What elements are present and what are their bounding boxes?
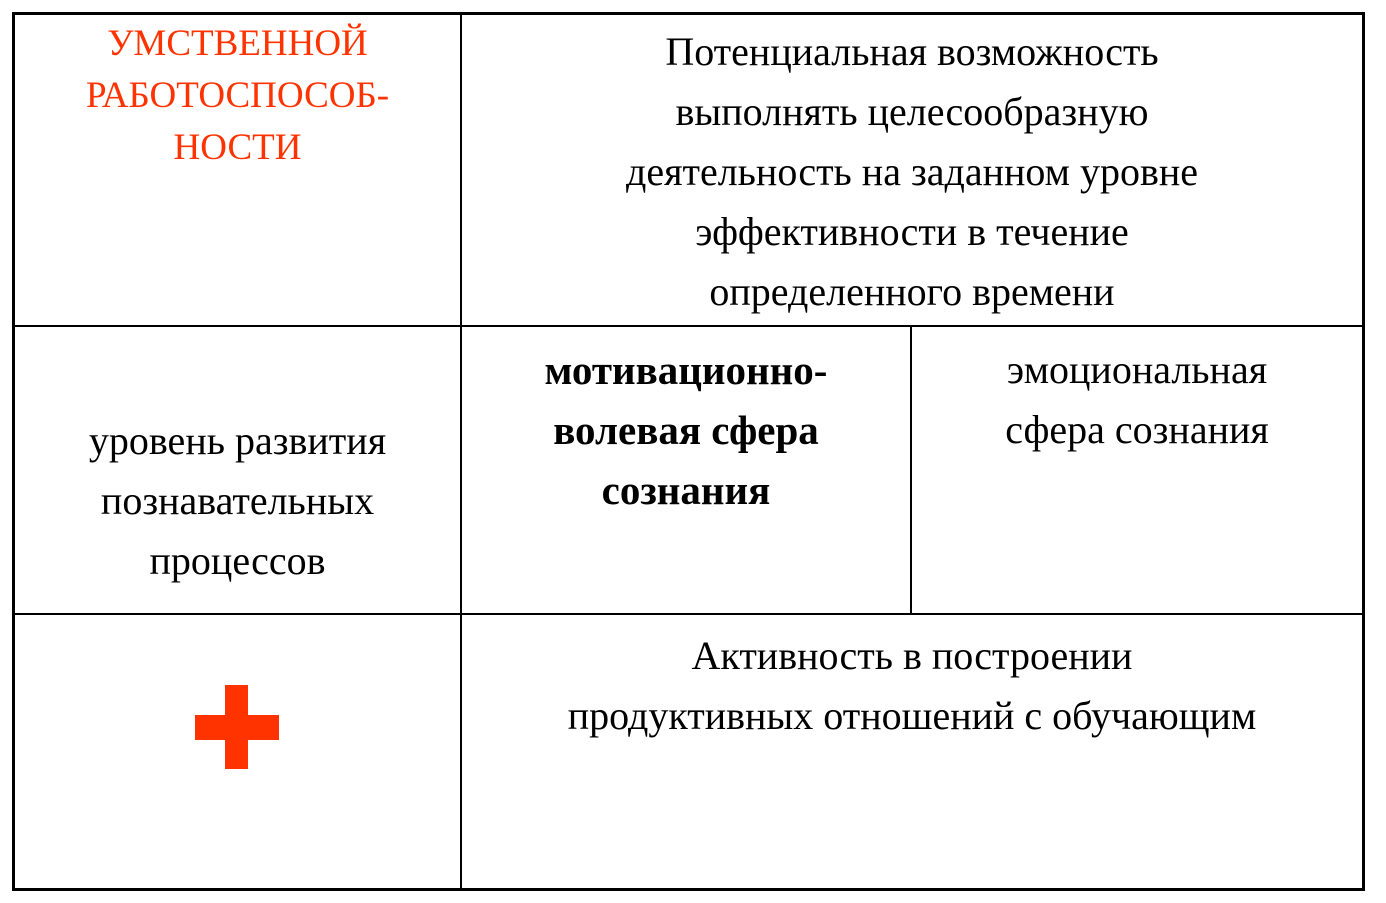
definition-line-4: эффективности в течение [695,209,1129,254]
table-frame [12,12,1365,891]
cognitive-line-2: познавательных [100,478,375,523]
activity-line-2: продуктивных отношений с обучающим [567,693,1257,738]
motivational-line-1: мотивационно- [544,347,828,393]
definition-line-2: выполнять целесообразную [675,89,1149,134]
definition-cell: Потенциальная возможность выполнять целе… [462,22,1362,322]
divider-horizontal-1 [12,325,1365,327]
definition-line-5: определенного времени [709,269,1115,314]
title-line-2: РАБОТОСПОСОБ- [85,75,390,116]
divider-horizontal-2 [12,613,1365,615]
emotional-line-2: сфера сознания [1005,407,1269,452]
motivational-line-2: волевая сфера [553,407,819,453]
plus-icon [195,685,279,769]
definition-line-1: Потенциальная возможность [665,29,1159,74]
title-line-1: УМСТВЕННОЙ [107,23,368,64]
activity-cell: Активность в построении продуктивных отн… [462,626,1362,746]
motivational-cell: мотивационно- волевая сфера сознания [462,340,910,520]
definition-line-3: деятельность на заданном уровне [625,149,1199,194]
activity-line-1: Активность в построении [691,633,1133,678]
emotional-cell: эмоциональная сфера сознания [912,340,1362,460]
emotional-line-1: эмоциональная [1006,347,1268,392]
divider-vertical-main [460,12,462,891]
divider-vertical-middle [910,325,912,615]
motivational-line-3: сознания [601,467,771,513]
cognitive-line-1: уровень развития [88,418,387,463]
cognitive-cell: уровень развития познавательных процессо… [15,411,460,591]
cognitive-line-3: процессов [149,538,326,583]
plus-icon-bar-vertical [225,685,248,769]
title-cell: УМСТВЕННОЙ РАБОТОСПОСОБ- НОСТИ [15,18,460,174]
title-line-3: НОСТИ [173,127,302,168]
